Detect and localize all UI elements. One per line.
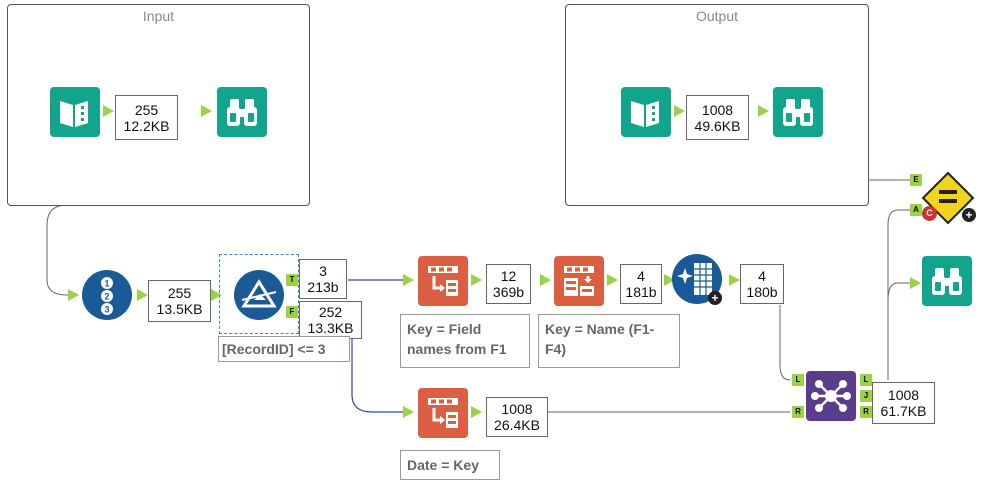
browse-final-input-anchor[interactable] xyxy=(910,277,921,289)
input-record-size: 12.2KB xyxy=(123,117,170,134)
cross-tab-output-anchor[interactable] xyxy=(729,274,740,286)
rename3-input-anchor[interactable] xyxy=(403,406,414,418)
browse-output-anchor[interactable] xyxy=(758,105,769,117)
browse-input-anchor[interactable] xyxy=(201,105,212,117)
record-id-output-anchor[interactable] xyxy=(137,289,148,301)
output-record-count: 1008 xyxy=(701,101,734,118)
rename3-results-box: 1008 26.4KB xyxy=(486,397,548,437)
test-e-anchor[interactable]: E xyxy=(910,174,922,186)
browse-icon xyxy=(783,99,813,126)
filter-icon xyxy=(241,279,277,308)
filter-tool[interactable] xyxy=(234,270,284,320)
record-id-results-box: 255 13.5KB xyxy=(148,280,211,322)
join-record-size: 61.7KB xyxy=(880,403,927,419)
join-record-count: 1008 xyxy=(887,387,920,403)
filter-annotation: [RecordID] <= 3 xyxy=(218,336,350,362)
svg-text:2: 2 xyxy=(104,292,109,302)
svg-text:1: 1 xyxy=(104,279,109,289)
input-data-icon xyxy=(60,101,88,127)
input-container-title: Input xyxy=(142,8,175,24)
record-id-input-anchor[interactable] xyxy=(68,289,79,301)
filter-false-record-count: 252 xyxy=(318,304,343,320)
rename2-record-size: 181b xyxy=(625,284,657,300)
rename3-annotation: Date = Key xyxy=(400,450,500,480)
output-record-size: 49.6KB xyxy=(694,117,741,134)
filter-selection-outline xyxy=(219,254,299,334)
input-record-count: 255 xyxy=(134,101,159,118)
input-data-tool[interactable] xyxy=(50,87,100,137)
rename1-output-anchor[interactable] xyxy=(471,274,482,286)
browse-tool-output[interactable] xyxy=(773,87,823,137)
input-results-box: 255 12.2KB xyxy=(115,95,178,140)
dynamic-rename-tool-1[interactable] xyxy=(418,256,468,306)
join-icon xyxy=(811,380,851,412)
join-l-output-anchor[interactable]: L xyxy=(860,374,872,386)
filter-input-anchor[interactable] xyxy=(211,289,222,301)
rename3-record-size: 26.4KB xyxy=(494,417,540,433)
filter-true-record-count: 3 xyxy=(319,263,327,279)
rename3-record-count: 1008 xyxy=(501,401,533,417)
output-data-tool[interactable] xyxy=(621,87,671,137)
join-right-anchor[interactable]: R xyxy=(792,406,804,418)
join-r-output-anchor[interactable]: R xyxy=(860,406,872,418)
test-add-icon: + xyxy=(962,208,976,222)
cross-tab-record-count: 4 xyxy=(758,268,766,284)
test-c-icon: C xyxy=(922,206,937,221)
rename2-output-anchor[interactable] xyxy=(607,274,618,286)
svg-text:3: 3 xyxy=(104,305,109,315)
record-id-record-count: 255 xyxy=(167,285,192,301)
input-output-anchor[interactable] xyxy=(103,105,114,117)
join-j-output-anchor[interactable]: J xyxy=(860,390,872,402)
cross-tab-record-size: 180b xyxy=(746,284,778,300)
cross-tab-results-box: 4 180b xyxy=(740,264,784,304)
join-tool[interactable] xyxy=(806,371,856,421)
cross-tab-add-icon: + xyxy=(708,291,722,305)
output-container-title: Output xyxy=(695,8,739,24)
browse-icon xyxy=(932,268,962,295)
record-id-tool[interactable]: 1 2 3 xyxy=(82,270,132,320)
output-tool-anchor[interactable] xyxy=(674,105,685,117)
browse-tool-final[interactable] xyxy=(922,256,972,306)
test-a-anchor[interactable]: A xyxy=(910,204,922,216)
browse-tool-input[interactable] xyxy=(217,87,267,137)
rename2-record-count: 4 xyxy=(637,268,645,284)
record-id-icon: 1 2 3 xyxy=(101,277,113,315)
rename1-record-size: 369b xyxy=(492,284,525,300)
rename1-record-count: 12 xyxy=(500,268,517,284)
filter-true-results-box: 3 213b xyxy=(299,259,347,299)
dynamic-rename-tool-2[interactable] xyxy=(554,256,604,306)
filter-false-record-size: 13.3KB xyxy=(307,320,354,336)
dynamic-rename-icon xyxy=(428,266,458,296)
dynamic-rename-icon xyxy=(428,398,458,428)
filter-true-record-size: 213b xyxy=(307,279,339,295)
cross-tab-icon xyxy=(677,263,712,295)
dynamic-rename-icon xyxy=(564,266,594,296)
record-id-record-size: 13.5KB xyxy=(156,301,203,317)
filter-false-results-box: 252 13.3KB xyxy=(299,301,362,339)
join-left-anchor[interactable]: L xyxy=(792,374,804,386)
rename1-results-box: 12 369b xyxy=(486,264,531,304)
rename1-annotation: Key = Field names from F1 xyxy=(400,314,530,368)
rename2-input-anchor[interactable] xyxy=(540,274,551,286)
rename1-input-anchor[interactable] xyxy=(403,274,414,286)
rename3-output-anchor[interactable] xyxy=(471,406,482,418)
output-results-box: 1008 49.6KB xyxy=(686,95,749,140)
rename2-annotation: Key = Name (F1-F4) xyxy=(538,314,680,368)
rename2-results-box: 4 181b xyxy=(620,264,662,304)
filter-true-anchor[interactable]: T xyxy=(286,274,298,286)
cross-tab-input-anchor[interactable] xyxy=(664,274,675,286)
dynamic-rename-tool-3[interactable] xyxy=(418,388,468,438)
output-data-icon xyxy=(631,101,659,127)
join-results-box: 1008 61.7KB xyxy=(872,382,935,424)
filter-false-anchor[interactable]: F xyxy=(286,306,298,318)
browse-icon xyxy=(227,99,257,126)
